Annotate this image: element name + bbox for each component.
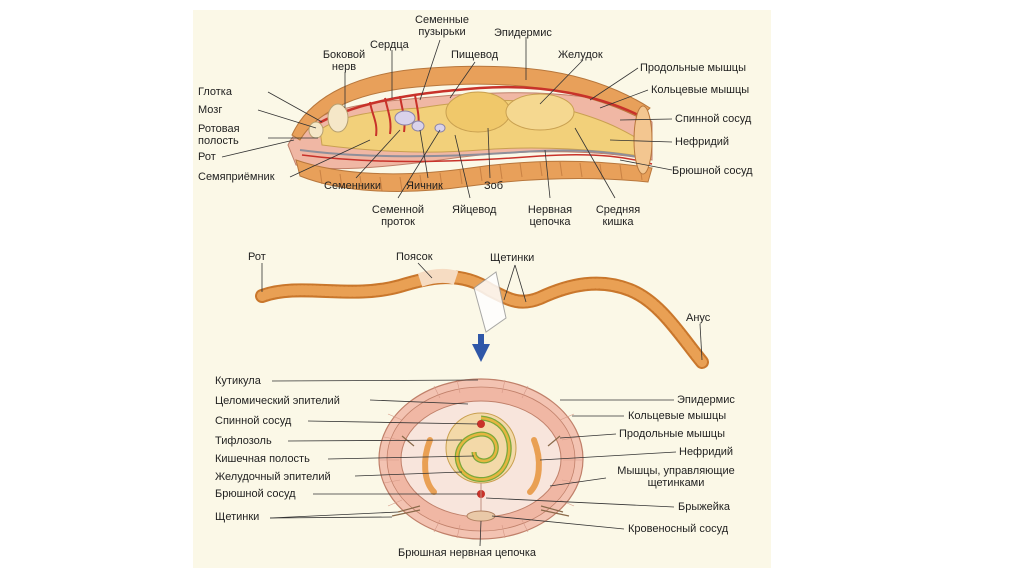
label-pharynx: Глотка	[198, 86, 232, 98]
label-ventral-vessel-top: Брюшной сосуд	[672, 165, 753, 177]
label-setae-cross: Щетинки	[215, 511, 259, 523]
label-epidermis-cross: Эпидермис	[677, 394, 735, 406]
label-oral-cavity: Ротовая полость	[198, 123, 240, 147]
label-oviduct: Яйцевод	[452, 204, 496, 216]
label-ventral-nerve-cord: Брюшная нервная цепочка	[398, 547, 536, 559]
longitudinal-section	[288, 66, 652, 191]
label-seminal-vesicles: Семенные пузырьки	[404, 14, 480, 38]
label-typhlosole: Тифлозоль	[215, 435, 272, 447]
label-blood-vessel: Кровеносный сосуд	[628, 523, 728, 535]
label-nephridium-cross: Нефридий	[679, 446, 733, 458]
label-setae-worm: Щетинки	[490, 252, 534, 264]
label-gastric-epithelium: Желудочный эпителий	[215, 471, 331, 483]
label-longitudinal-muscles-cross: Продольные мышцы	[619, 428, 725, 440]
label-longitudinal-muscles-top: Продольные мышцы	[640, 62, 746, 74]
label-mouth-worm: Рот	[248, 251, 266, 263]
label-setae-muscles: Мышцы, управляющие щетинками	[606, 465, 746, 489]
label-dorsal-vessel-top: Спинной сосуд	[675, 113, 751, 125]
label-nerve-cord: Нервная цепочка	[518, 204, 582, 228]
label-dorsal-vessel-cross: Спинной сосуд	[215, 415, 291, 427]
label-esophagus: Пищевод	[451, 49, 498, 61]
label-stomach: Желудок	[558, 49, 603, 61]
label-brain: Мозг	[198, 104, 222, 116]
label-seminal-receptacle: Семяприёмник	[198, 171, 275, 183]
label-intestinal-cavity: Кишечная полость	[215, 453, 310, 465]
label-mesentery: Брыжейка	[678, 501, 730, 513]
label-mouth-top: Рот	[198, 151, 216, 163]
label-circular-muscles-top: Кольцевые мышцы	[651, 84, 749, 96]
label-ventral-vessel-cross: Брюшной сосуд	[215, 488, 296, 500]
label-ovary: Яичник	[406, 180, 443, 192]
label-midgut: Средняя кишка	[586, 204, 650, 228]
label-anus: Анус	[686, 312, 710, 324]
label-epidermis-top: Эпидермис	[494, 27, 552, 39]
label-crop: Зоб	[484, 180, 503, 192]
label-circular-muscles-cross: Кольцевые мышцы	[628, 410, 726, 422]
label-testes: Семенники	[324, 180, 381, 192]
label-cuticle: Кутикула	[215, 375, 261, 387]
label-clitellum: Поясок	[396, 251, 433, 263]
label-nephridium-top: Нефридий	[675, 136, 729, 148]
label-coelomic-epithelium: Целомический эпителий	[215, 395, 340, 407]
down-arrow-icon	[472, 334, 490, 362]
label-sperm-duct: Семенной проток	[360, 204, 436, 228]
label-lateral-nerve: Боковой нерв	[312, 49, 376, 73]
